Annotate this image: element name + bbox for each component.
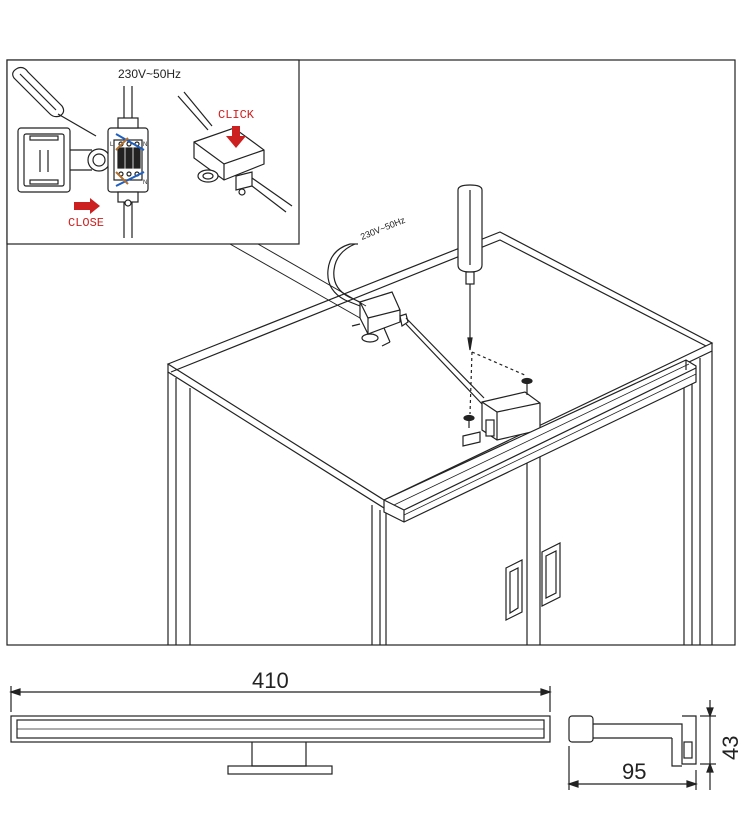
- depth-dimension: 95: [622, 759, 646, 784]
- wire-live: [115, 137, 129, 185]
- terminal-l-label: L: [110, 142, 114, 148]
- length-dimension: 410: [252, 668, 289, 693]
- terminal-n-top-label: N: [143, 142, 147, 148]
- inset-voltage-label: 230V~50Hz: [118, 67, 181, 81]
- main-frame: [6, 59, 736, 646]
- click-arrow-icon: [226, 126, 246, 148]
- inset-leader: [229, 243, 367, 319]
- cable-junction: [327, 243, 485, 405]
- side-view: [567, 700, 716, 790]
- screwdriver-icon: [457, 184, 483, 351]
- open-cover: [17, 127, 111, 193]
- cable-voltage-label: 230V~50Hz: [359, 215, 407, 242]
- screws: [463, 351, 533, 428]
- height-dimension: 43: [718, 736, 741, 760]
- light-bar-mounted: [383, 359, 697, 523]
- closed-box: [177, 91, 293, 213]
- click-label: CLICK: [218, 108, 255, 122]
- wire-neutral: [115, 133, 145, 187]
- cabinet: [166, 231, 714, 645]
- terminal-n-bottom-label: N: [143, 180, 147, 186]
- close-arrow-icon: [74, 198, 100, 214]
- small-screwdriver-icon: [12, 66, 97, 137]
- front-view: [9, 686, 552, 775]
- close-label: CLOSE: [68, 216, 104, 230]
- wiring-inset: 230V~50Hz: [6, 59, 300, 245]
